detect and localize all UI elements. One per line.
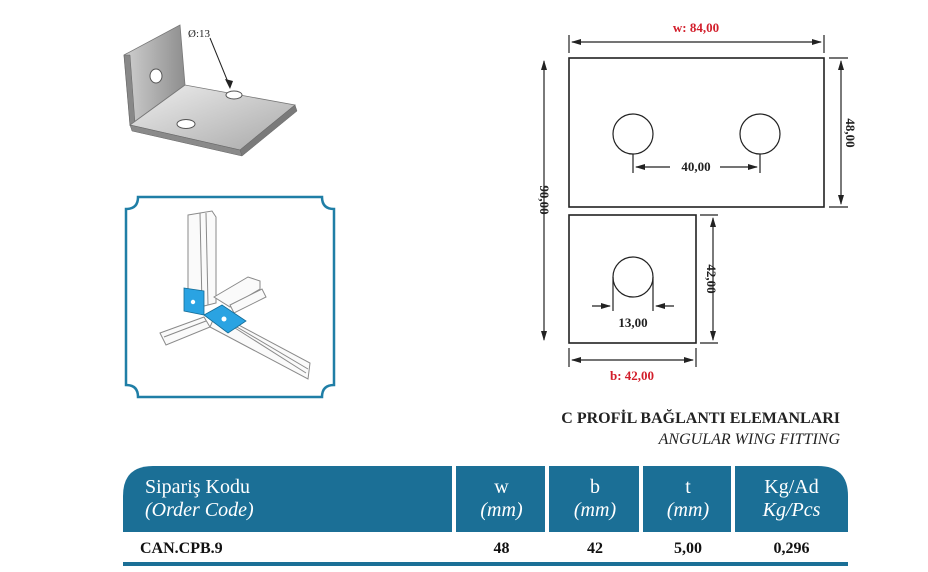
row-order-code: CAN.CPB.9	[140, 540, 223, 557]
bracket-3d-illustration: Ø:13	[123, 24, 298, 157]
dim-w-label: w: 84,00	[673, 20, 719, 35]
table-bottom-rule	[123, 562, 848, 566]
dim-40-label: 40,00	[681, 159, 710, 174]
row-w: 48	[493, 540, 510, 557]
dim-42-label: 42,00	[704, 264, 719, 293]
row-b: 42	[587, 540, 603, 557]
product-title-tr: C PROFİL BAĞLANTI ELEMANLARI	[561, 410, 840, 427]
dim-13-label: 13,00	[618, 315, 647, 330]
table-header-background	[123, 466, 848, 532]
row-t: 5,00	[674, 540, 702, 557]
header-b: b (mm)	[573, 476, 617, 521]
header-t: t (mm)	[666, 476, 710, 521]
header-w: w (mm)	[480, 476, 523, 521]
dim-48-label: 48,00	[843, 118, 858, 147]
dim-90-label: 90,00	[537, 185, 552, 214]
technical-drawing: w: 84,00 48,00 40,00 90,00 42,00 13,00 b…	[537, 20, 858, 383]
assembly-frame	[124, 195, 336, 399]
row-kg: 0,296	[773, 540, 810, 557]
table-header: Sipariş Kodu (Order Code) w (mm) b (mm) …	[123, 466, 848, 532]
header-kg: Kg/Ad Kg/Pcs	[762, 476, 821, 521]
header-order-code: Sipariş Kodu (Order Code)	[145, 476, 254, 521]
product-title-en: ANGULAR WING FITTING	[658, 431, 840, 448]
dim-b-label: b: 42,00	[610, 368, 654, 383]
hole-diameter-label: Ø:13	[188, 28, 211, 40]
